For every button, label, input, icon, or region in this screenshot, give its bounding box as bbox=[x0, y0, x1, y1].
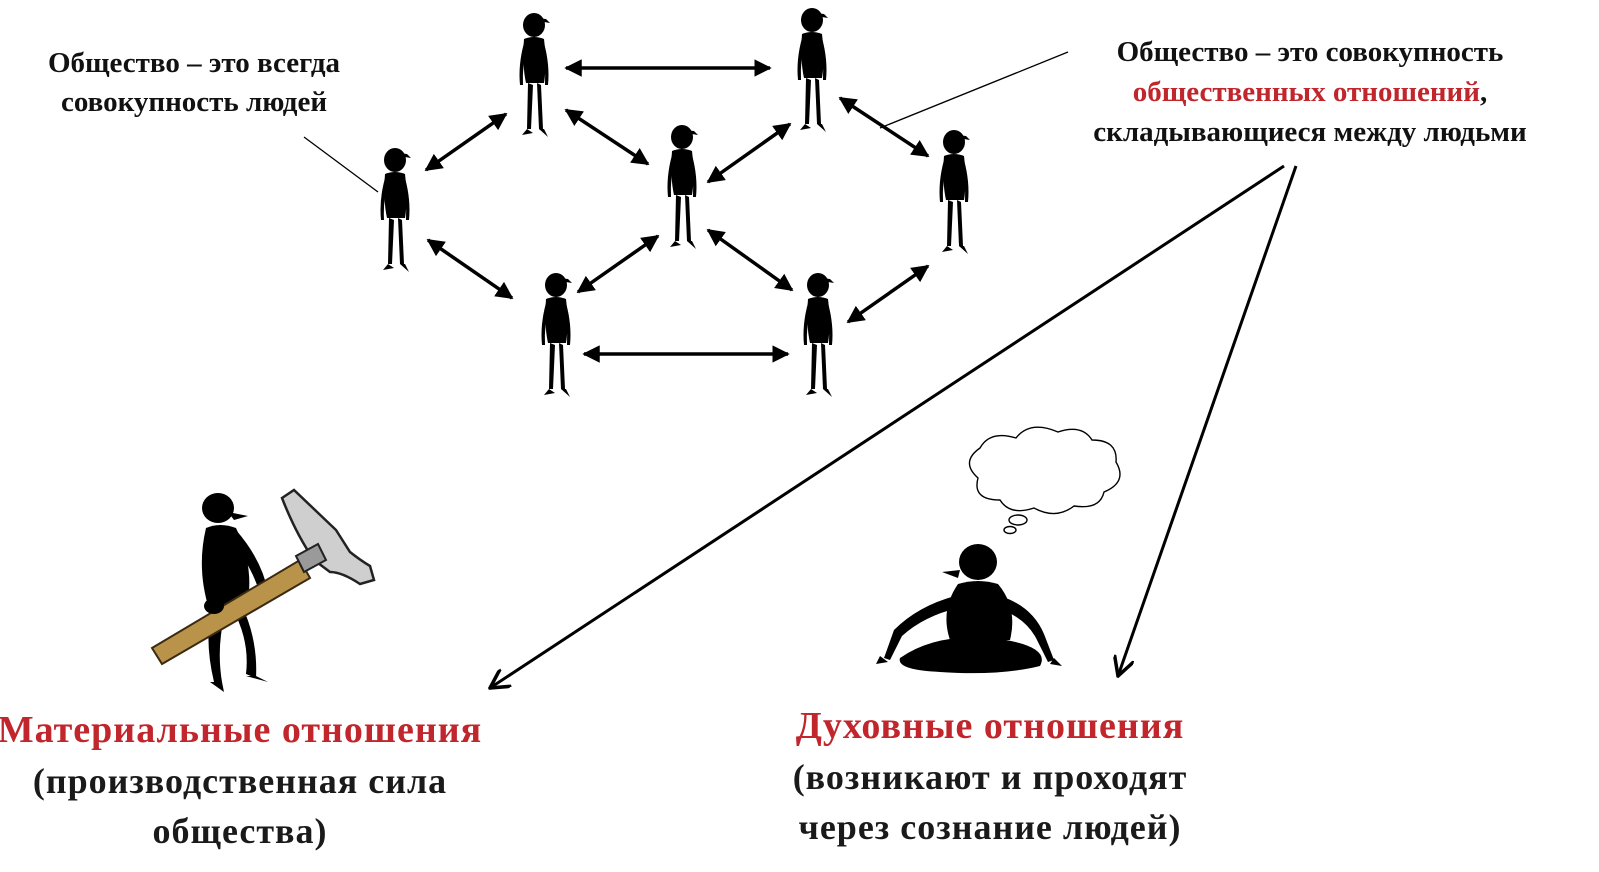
spiritual-title: Духовные отношения bbox=[795, 705, 1185, 747]
right-note: Общество – это совокупность общественных… bbox=[1050, 32, 1570, 152]
thought-cloud-icon bbox=[968, 426, 1121, 535]
double-arrow bbox=[576, 234, 660, 294]
material-sub1: (производственная сила bbox=[32, 761, 448, 801]
spiritual-sub2: через сознание людей) bbox=[798, 807, 1182, 847]
person-figure bbox=[803, 273, 834, 397]
double-arrow bbox=[564, 108, 650, 166]
spiritual-sub1: (возникают и проходят bbox=[792, 757, 1188, 797]
person-figure bbox=[797, 8, 828, 132]
person-figure bbox=[380, 148, 411, 272]
right-note-pointer bbox=[879, 51, 1069, 129]
left-note: Общество – это всегда совокупность людей bbox=[14, 44, 374, 122]
material-relations-caption: Материальные отношения (производственная… bbox=[0, 704, 520, 856]
right-note-comma: , bbox=[1479, 76, 1488, 108]
double-arrow bbox=[706, 228, 794, 292]
double-arrow bbox=[838, 96, 930, 158]
person-figure bbox=[519, 13, 550, 137]
meditating-person-icon bbox=[876, 544, 1062, 674]
material-title: Материальные отношения bbox=[0, 709, 483, 751]
double-arrow bbox=[426, 238, 514, 300]
person-figure bbox=[667, 125, 698, 249]
left-note-line2: совокупность людей bbox=[60, 86, 328, 118]
hammer-worker-icon bbox=[150, 488, 376, 692]
left-note-pointer bbox=[303, 136, 379, 193]
double-arrow bbox=[846, 264, 930, 324]
left-note-line1: Общество – это всегда bbox=[48, 47, 340, 79]
material-sub2: общества) bbox=[152, 811, 328, 851]
relationship-arrows bbox=[424, 59, 930, 363]
person-figure bbox=[541, 273, 572, 397]
right-note-line3: складывающиеся между людьми bbox=[1093, 116, 1527, 148]
double-arrow bbox=[706, 122, 792, 184]
right-note-highlight: общественных отношений bbox=[1132, 76, 1480, 108]
arrow-to-material bbox=[490, 164, 1285, 688]
person-figure bbox=[939, 130, 970, 254]
arrow-to-spiritual bbox=[1118, 165, 1298, 676]
right-note-line1: Общество – это совокупность bbox=[1116, 36, 1504, 68]
double-arrow bbox=[424, 112, 508, 172]
spiritual-relations-caption: Духовные отношения (возникают и проходят… bbox=[740, 700, 1240, 852]
